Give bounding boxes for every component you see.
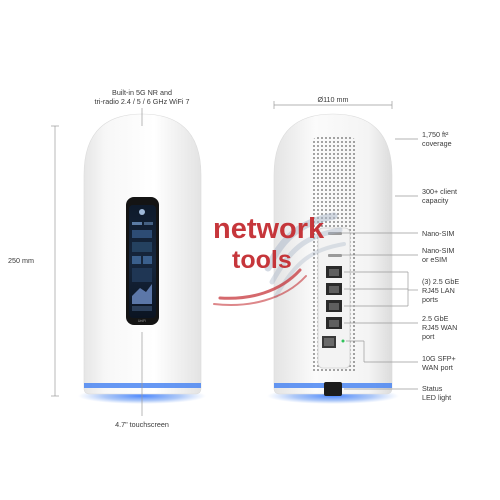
callout-lines — [51, 101, 418, 416]
callout-sfp-port: 10G SFP+WAN port — [422, 354, 456, 372]
front-device: UniFi — [78, 113, 206, 404]
nano-sim-slot — [328, 232, 342, 235]
watermark-line2: tools — [232, 246, 292, 274]
front-top-label: Built-in 5G NR and tri-radio 2.4 / 5 / 6… — [72, 88, 212, 106]
wan-port — [326, 317, 342, 329]
front-bottom-label: 4.7" touchscreen — [115, 420, 169, 429]
watermark-line1: network — [213, 213, 325, 245]
front-top-label-line1: Built-in 5G NR and — [112, 88, 172, 97]
back-status-led — [324, 382, 342, 396]
back-port-panel — [317, 227, 351, 369]
esim-slot — [328, 254, 342, 257]
sfp-port — [322, 336, 345, 348]
lan-ports — [326, 266, 342, 312]
back-width-label: Ø110 mm — [303, 95, 363, 104]
front-led-strip — [84, 383, 201, 388]
front-top-label-line2: tri-radio 2.4 / 5 / 6 GHz WiFi 7 — [94, 97, 190, 106]
watermark-graphic: network tools — [213, 212, 346, 306]
front-screen-icon — [139, 209, 145, 215]
callout-nano-sim: Nano-SIM — [422, 229, 455, 238]
back-device — [267, 113, 399, 404]
front-height-label: 250 mm — [8, 256, 34, 265]
front-screen-logo: UniFi — [138, 319, 146, 323]
